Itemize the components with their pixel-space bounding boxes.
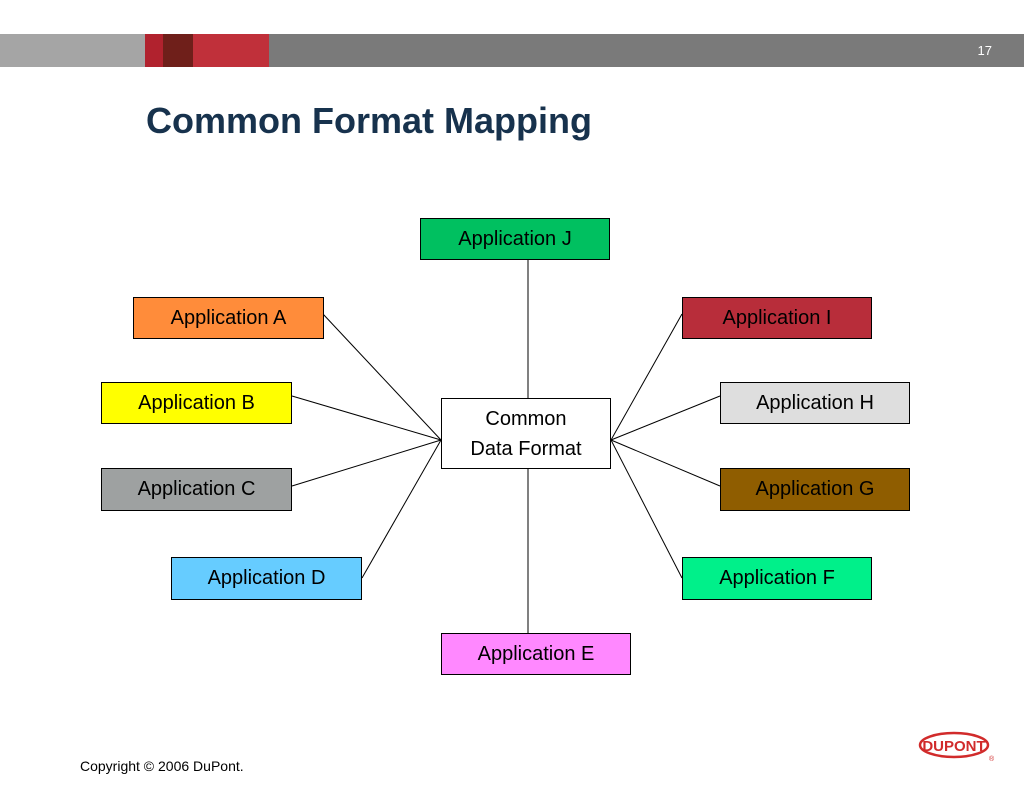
svg-text:®: ® bbox=[989, 755, 995, 763]
application-a-node: Application A bbox=[133, 297, 324, 339]
application-f-node: Application F bbox=[682, 557, 872, 600]
connector-line-c bbox=[291, 439, 442, 487]
application-c-node: Application C bbox=[101, 468, 292, 511]
common-data-format-node: Common Data Format bbox=[441, 398, 611, 469]
dupont-logo-icon: DUPONT ® bbox=[918, 731, 995, 763]
connector-line-g bbox=[610, 439, 721, 487]
page-number: 17 bbox=[977, 43, 992, 58]
connector-line-b bbox=[291, 395, 442, 441]
connector-line-a bbox=[322, 313, 442, 441]
logo-text: DUPONT bbox=[922, 738, 985, 755]
application-b-node: Application B bbox=[101, 382, 292, 424]
application-d-node: Application D bbox=[171, 557, 362, 600]
header-bar: 17 bbox=[0, 34, 1024, 67]
application-j-node: Application J bbox=[420, 218, 610, 260]
connector-line-h bbox=[610, 395, 721, 441]
slide-title: Common Format Mapping bbox=[146, 100, 592, 141]
header-bar-segment bbox=[145, 34, 163, 67]
application-e-node: Application E bbox=[441, 633, 631, 675]
connector-line-d bbox=[361, 439, 442, 579]
header-bar-segment bbox=[193, 34, 269, 67]
header-bar-segment bbox=[0, 34, 145, 67]
application-h-node: Application H bbox=[720, 382, 910, 424]
header-bar-segment bbox=[163, 34, 193, 67]
hub-label-line2: Data Format bbox=[470, 437, 582, 460]
connector-line-f bbox=[610, 439, 683, 579]
hub-label-line1: Common bbox=[485, 407, 567, 430]
application-i-node: Application I bbox=[682, 297, 872, 339]
application-g-node: Application G bbox=[720, 468, 910, 511]
connector-line-i bbox=[610, 313, 683, 441]
copyright-text: Copyright © 2006 DuPont. bbox=[80, 758, 244, 774]
